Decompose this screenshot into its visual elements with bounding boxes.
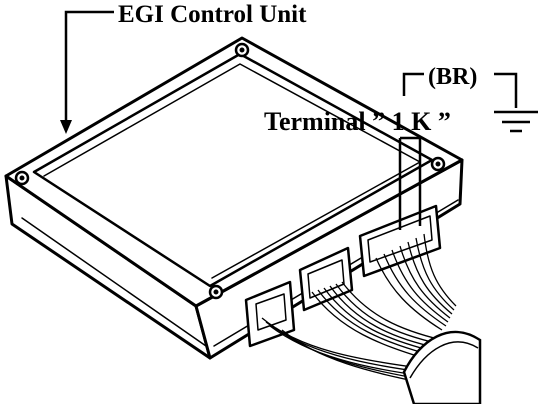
wire-color-callout <box>402 72 518 108</box>
harness-sheath-edge <box>409 341 479 379</box>
connector-middle <box>298 246 354 312</box>
screw-front <box>208 284 224 300</box>
terminal-label: Terminal ” 1 K ” <box>264 107 451 136</box>
housing-lid-inner-edge <box>43 63 421 279</box>
wire-harness <box>261 233 457 385</box>
control-unit-housing <box>4 36 464 360</box>
housing-bottom-edge <box>21 217 207 347</box>
screw-left <box>14 170 30 186</box>
mounting-screws <box>14 42 446 300</box>
screw-back <box>234 42 250 58</box>
terminal-leader <box>398 136 422 230</box>
wire-color-label: (BR) <box>428 64 477 90</box>
unit-callout-arrowhead <box>60 120 72 134</box>
ground-symbol-icon <box>494 110 538 133</box>
harness-sheath <box>402 330 482 404</box>
screw-right <box>430 156 446 172</box>
unit-callout-leader <box>64 10 114 128</box>
unit-label: EGI Control Unit <box>118 1 307 28</box>
